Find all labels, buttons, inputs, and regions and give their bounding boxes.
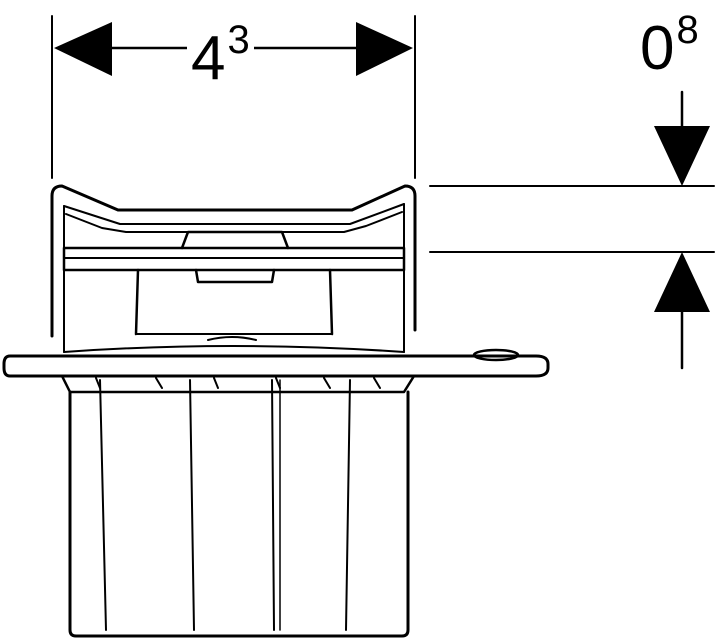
- depth-value: 0: [640, 14, 675, 83]
- flange-lower-lip: [60, 374, 416, 394]
- flange: [2, 345, 550, 394]
- width-arrow-right: [356, 22, 413, 76]
- top-cover-outline: [50, 184, 417, 338]
- flange-top-curve: [63, 345, 405, 353]
- center-clip: [180, 230, 290, 250]
- width-arrow-left: [54, 22, 112, 76]
- depth-exponent: 8: [676, 8, 699, 52]
- depth-dimension: [429, 90, 715, 370]
- depth-arrow-down: [654, 126, 710, 186]
- support-left: [134, 268, 140, 336]
- top-cover-inner: [63, 203, 405, 225]
- depth-dimension-label: 08: [640, 10, 699, 80]
- support-right: [328, 268, 334, 336]
- rib-notches: [95, 377, 381, 389]
- flange-outline: [2, 354, 550, 378]
- rib-2: [189, 379, 195, 631]
- width-exponent: 3: [227, 18, 250, 62]
- small-slot: [207, 336, 257, 341]
- depth-arrow-up: [654, 252, 710, 312]
- upper-housing: [50, 184, 417, 353]
- rib-4: [345, 379, 351, 631]
- center-tab: [194, 268, 276, 284]
- lower-body: [68, 377, 410, 638]
- rib-3: [271, 379, 275, 631]
- rib-1: [99, 379, 107, 631]
- flange-nub: [472, 348, 520, 362]
- body-outline: [68, 390, 410, 638]
- width-value: 4: [191, 24, 226, 93]
- width-dimension-label: 43: [187, 20, 254, 90]
